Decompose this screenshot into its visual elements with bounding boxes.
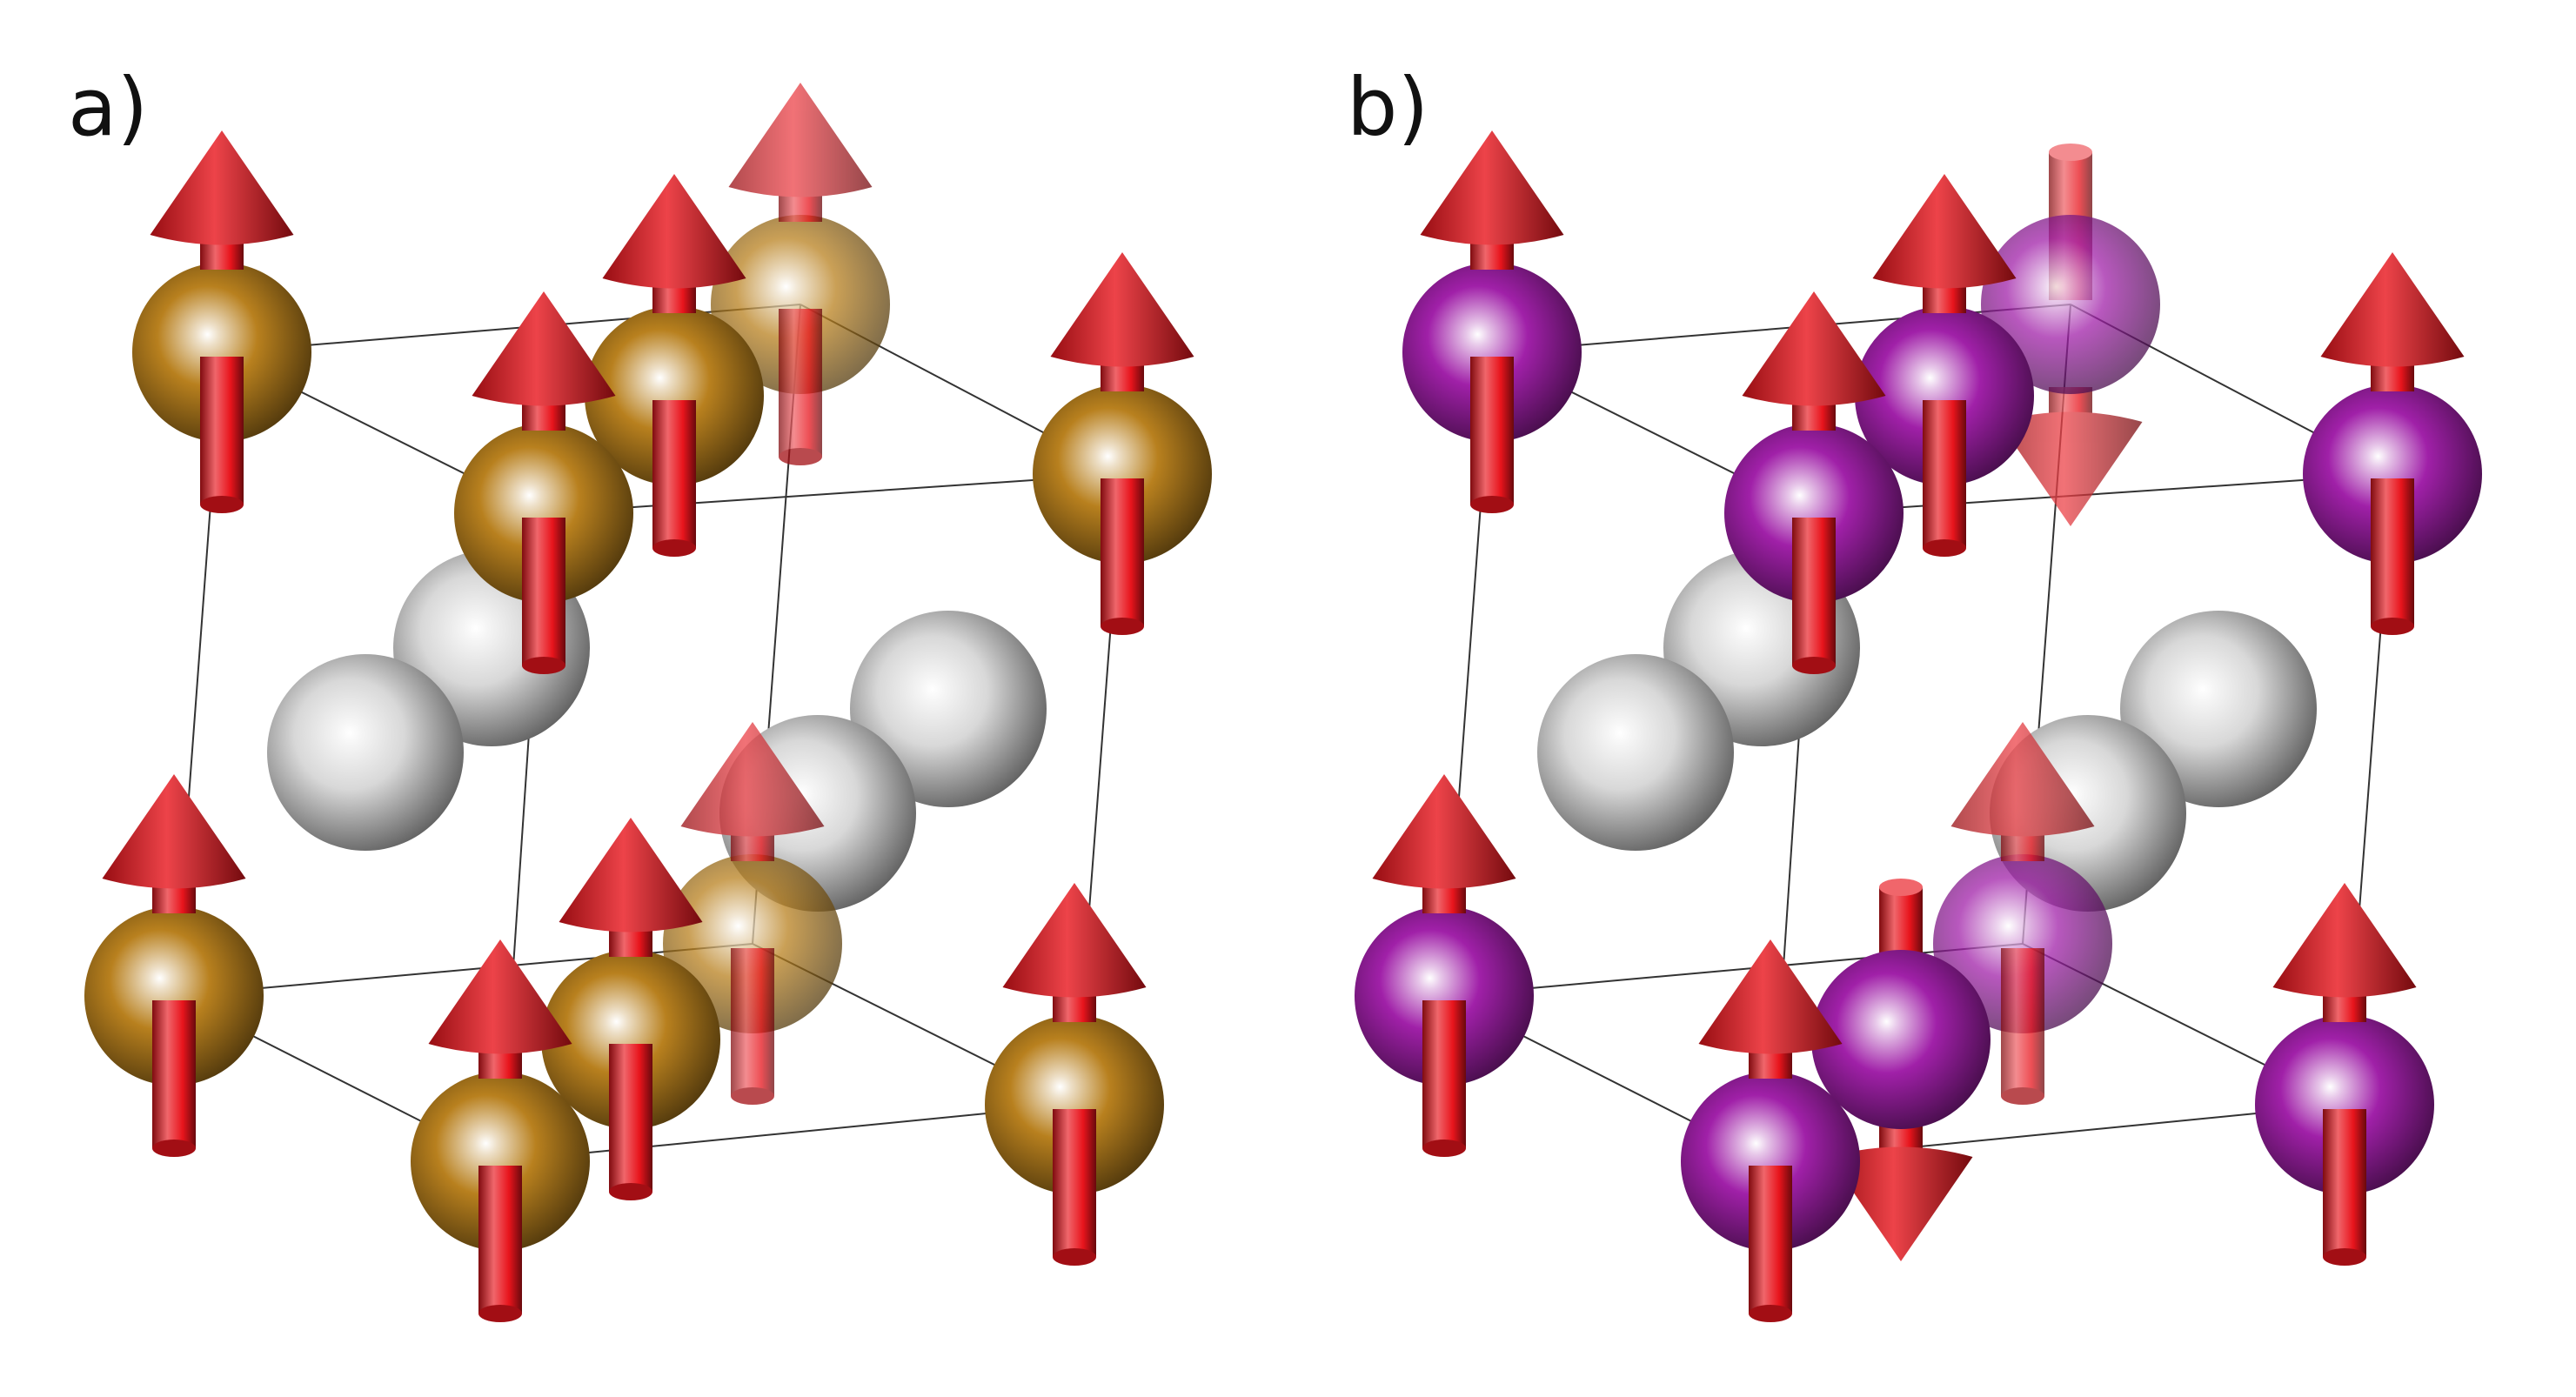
- ion-sphere-1: [1402, 263, 1582, 442]
- magnetic-ion-6: [1355, 774, 1534, 1157]
- ion-sphere-6: [1355, 906, 1534, 1086]
- panel-b-structure: [1355, 130, 2482, 1322]
- magnetic-ion-10: [1681, 939, 1860, 1322]
- spin-up-arrow-5: [1742, 291, 1886, 674]
- magnetic-ion-5: [454, 291, 633, 674]
- ion-sphere-5: [1724, 424, 1904, 603]
- ligand-atom-3: [850, 611, 1047, 807]
- spin-up-arrow-6: [102, 774, 246, 1157]
- ligand-atom-3: [2120, 611, 2317, 807]
- panel-label-a: a): [68, 61, 149, 154]
- ion-sphere-4: [2303, 384, 2482, 564]
- spin-up-arrow-6: [1372, 774, 1516, 1157]
- spin-up-arrow-3: [1872, 174, 2017, 557]
- magnetic-ion-8: [541, 818, 720, 1200]
- ion-sphere-9: [985, 1015, 1164, 1194]
- ligand-atom-2: [1537, 654, 1734, 851]
- spin-up-arrow-10: [428, 939, 572, 1322]
- spin-up-arrow-10: [1698, 939, 1843, 1322]
- magnetic-ion-6: [84, 774, 264, 1157]
- magnetic-ion-1: [1402, 130, 1582, 513]
- magnetic-ion-9: [985, 883, 1164, 1266]
- ion-sphere-3: [585, 306, 764, 485]
- spin-up-arrow-1: [1420, 130, 1564, 513]
- magnetic-ion-10: [411, 939, 590, 1322]
- spin-up-arrow-4: [2320, 252, 2465, 635]
- ion-sphere-7: [663, 854, 842, 1033]
- magnetic-ion-9: [2255, 883, 2434, 1266]
- ion-sphere-7: [1933, 854, 2112, 1033]
- magnetic-ion-3: [585, 174, 764, 557]
- spin-up-arrow-4: [1050, 252, 1194, 635]
- magnetic-ion-8: [1811, 879, 1991, 1261]
- spin-up-arrow-7: [1950, 722, 2095, 1105]
- spin-up-arrow-8: [559, 818, 703, 1200]
- ion-sphere-8: [541, 950, 720, 1129]
- spin-up-arrow-7: [680, 722, 825, 1105]
- magnetic-ion-3: [1855, 174, 2034, 557]
- ion-sphere-5: [454, 424, 633, 603]
- magnetic-ion-7: [663, 722, 842, 1105]
- spin-up-arrow-5: [472, 291, 616, 674]
- ion-sphere-8: [1811, 950, 1991, 1129]
- ion-sphere-2: [1981, 215, 2160, 394]
- ion-sphere-6: [84, 906, 264, 1086]
- spin-up-arrow-1: [150, 130, 294, 513]
- magnetic-ion-7: [1933, 722, 2112, 1105]
- ion-sphere-4: [1033, 384, 1212, 564]
- ligand-atom-2: [267, 654, 464, 851]
- ion-sphere-9: [2255, 1015, 2434, 1194]
- ion-sphere-10: [411, 1072, 590, 1251]
- ion-sphere-2: [711, 215, 890, 394]
- magnetic-ion-5: [1724, 291, 1904, 674]
- magnetic-ion-4: [1033, 252, 1212, 635]
- ion-sphere-10: [1681, 1072, 1860, 1251]
- magnetic-ion-2: [1981, 144, 2160, 526]
- ion-sphere-3: [1855, 306, 2034, 485]
- spin-up-arrow-3: [602, 174, 746, 557]
- magnetic-ion-1: [132, 130, 311, 513]
- spin-up-arrow-2: [728, 83, 873, 465]
- panel-a-structure: [84, 83, 1212, 1322]
- magnetic-ion-4: [2303, 252, 2482, 635]
- magnetic-ion-2: [711, 83, 890, 465]
- panel-label-b: b): [1347, 61, 1429, 154]
- spin-up-arrow-9: [1002, 883, 1147, 1266]
- spin-up-arrow-9: [2272, 883, 2417, 1266]
- ion-sphere-1: [132, 263, 311, 442]
